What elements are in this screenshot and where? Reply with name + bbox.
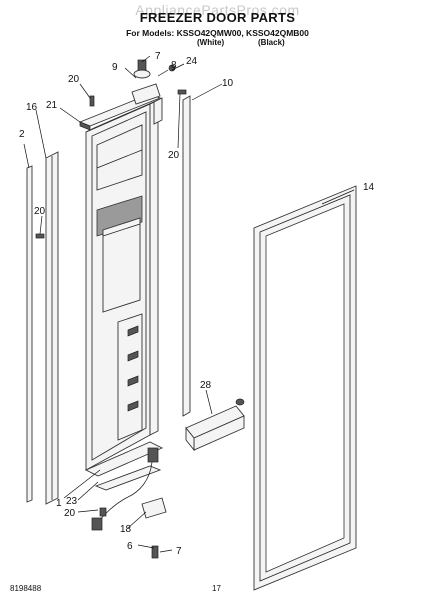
callout-10: 10 bbox=[222, 78, 234, 89]
part-14-gasket bbox=[253, 185, 357, 591]
model-numbers: For Models: KSSO42QMW00, KSSO42QMB00 bbox=[126, 28, 309, 38]
callout-24: 24 bbox=[186, 56, 198, 67]
page-title: FREEZER DOOR PARTS bbox=[139, 10, 296, 25]
door-panel bbox=[85, 99, 159, 471]
callout-21: 21 bbox=[46, 100, 58, 111]
bottom-cap bbox=[84, 441, 164, 491]
watermark-text: AppliancePartsPros.com bbox=[135, 2, 300, 18]
callout-7-top: 7 bbox=[155, 51, 161, 62]
hinge-assembly bbox=[35, 59, 187, 239]
part-24-strip bbox=[153, 97, 163, 125]
leader-lines bbox=[23, 55, 355, 553]
part-2-strip bbox=[26, 165, 33, 503]
callout-7-bottom: 7 bbox=[176, 546, 182, 557]
part-10-side-trim bbox=[182, 95, 191, 417]
callout-20-hinge: 20 bbox=[168, 150, 180, 161]
part-28-door-bin bbox=[185, 398, 245, 452]
document-number: 8198488 bbox=[10, 584, 42, 593]
callout-9: 9 bbox=[112, 62, 118, 73]
callouts: 7 9 8 24 10 20 21 16 2 20 20 14 28 1 23 … bbox=[19, 51, 375, 557]
callout-18: 18 bbox=[120, 524, 132, 535]
callout-16: 16 bbox=[26, 102, 38, 113]
callout-2: 2 bbox=[19, 129, 25, 140]
callout-14: 14 bbox=[363, 182, 375, 193]
callout-20-top: 20 bbox=[68, 74, 80, 85]
callout-1: 1 bbox=[56, 498, 62, 509]
variant-black: (Black) bbox=[258, 38, 285, 47]
page-number: 17 bbox=[212, 584, 221, 593]
bottom-hinge bbox=[91, 447, 167, 559]
callout-20-left: 20 bbox=[34, 206, 46, 217]
callout-23: 23 bbox=[66, 496, 78, 507]
variant-white: (White) bbox=[197, 38, 225, 47]
callout-28: 28 bbox=[200, 380, 212, 391]
callout-20-bottom: 20 bbox=[64, 508, 76, 519]
callout-8: 8 bbox=[171, 60, 177, 71]
part-16-side-trim bbox=[45, 151, 59, 505]
callout-6: 6 bbox=[127, 541, 133, 552]
